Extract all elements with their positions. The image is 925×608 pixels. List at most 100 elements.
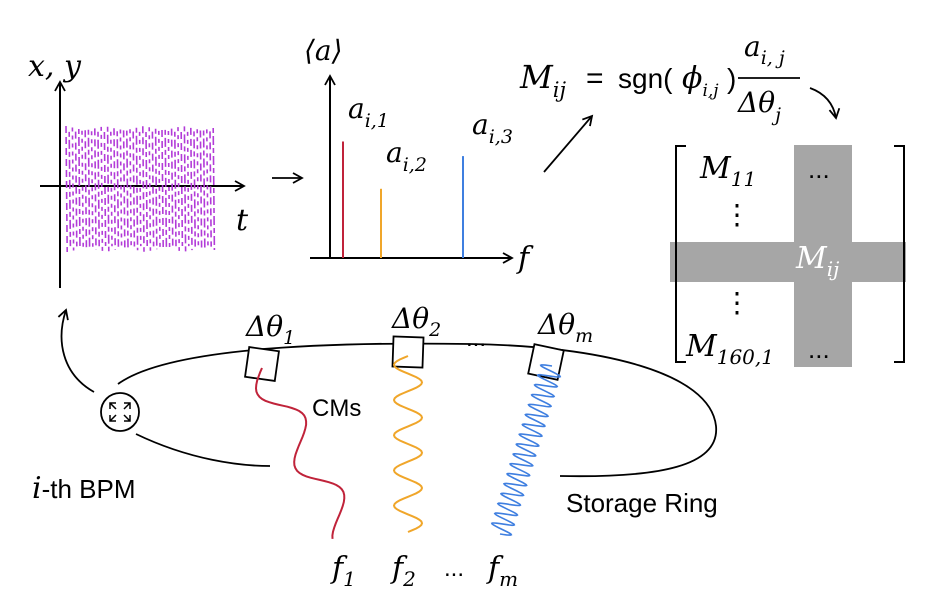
signal-stroke bbox=[145, 131, 148, 247]
wave-f2 bbox=[392, 355, 424, 533]
storage-ring-inner bbox=[135, 433, 271, 467]
wave-f1 bbox=[254, 367, 346, 539]
signal-stroke bbox=[202, 130, 206, 248]
spectrum-y-label: ⟨a⟩ bbox=[304, 34, 343, 67]
matrix-m160-1: M160,1 bbox=[685, 329, 774, 369]
signal-stroke bbox=[212, 127, 216, 251]
signal-stroke bbox=[138, 131, 142, 247]
signal-stroke bbox=[206, 129, 209, 249]
matrix-vdots-top: ⋮ bbox=[723, 198, 751, 231]
signal-stroke bbox=[113, 128, 116, 250]
signal-stroke bbox=[193, 131, 196, 247]
signal-stroke bbox=[148, 127, 152, 251]
signal-stroke bbox=[126, 130, 129, 248]
cms-label: CMs bbox=[312, 395, 361, 422]
corrector-magnet-2 bbox=[391, 335, 425, 369]
freq-label-m: fm bbox=[486, 551, 518, 591]
cm-excitation-waves bbox=[254, 355, 562, 539]
peak-label-2: ai,2 bbox=[386, 136, 427, 176]
signal-stroke bbox=[129, 129, 132, 249]
cm-label-2: Δθ2 bbox=[391, 302, 441, 341]
signal-stroke bbox=[78, 128, 81, 250]
signal-stroke bbox=[177, 127, 180, 251]
signal-stroke bbox=[116, 131, 120, 247]
matrix-mij: Mij bbox=[795, 241, 839, 281]
signal-stroke bbox=[183, 126, 187, 252]
corrector-magnet-3 bbox=[527, 343, 565, 381]
matrix-row-highlight bbox=[670, 242, 906, 282]
signal-stroke bbox=[196, 129, 200, 249]
signal-stroke bbox=[97, 131, 100, 247]
matrix-vdots-bottom: ⋮ bbox=[723, 286, 751, 319]
signal-stroke bbox=[167, 130, 171, 248]
bpm-label: i-th BPM bbox=[32, 471, 136, 506]
signal-stroke bbox=[132, 131, 136, 247]
storage-ring-schematic: Δθ1 Δθ2 ... Δθm CMs i-th BPM Storage Rin… bbox=[32, 302, 718, 591]
formula-close-paren: ) bbox=[727, 63, 736, 94]
signal-stroke bbox=[90, 131, 94, 247]
response-formula: Mij = sgn( ϕi,j ) ai, j Δθj bbox=[519, 30, 800, 126]
signal-stroke bbox=[65, 125, 68, 253]
arrow-formula-to-matrix bbox=[809, 87, 841, 120]
signal-stroke bbox=[186, 131, 190, 247]
signal-stroke bbox=[135, 127, 139, 251]
cm-label-m: Δθm bbox=[537, 308, 593, 347]
signal-stroke bbox=[74, 131, 78, 247]
formula-phi: ϕi,j bbox=[682, 61, 719, 101]
signal-stroke bbox=[170, 128, 174, 250]
arrow-spectrum-to-formula bbox=[543, 114, 594, 173]
signal-stroke bbox=[174, 131, 177, 247]
spectrum-peaks bbox=[342, 141, 464, 258]
signal-stroke bbox=[100, 126, 104, 252]
cm-label-ellipsis: ... bbox=[466, 325, 486, 352]
signal-stroke bbox=[106, 126, 110, 252]
spectrum-x-label: f bbox=[516, 241, 534, 276]
signal-stroke bbox=[190, 127, 193, 251]
matrix-r1-ellipsis: ... bbox=[808, 154, 830, 184]
formula-denominator: Δθj bbox=[737, 86, 781, 126]
spectrum-panel: ⟨a⟩ f ai,1 ai,2 ai,3 bbox=[304, 34, 534, 276]
cm-label-1: Δθ1 bbox=[245, 310, 295, 349]
signal-stroke bbox=[142, 126, 145, 252]
signal-stroke bbox=[151, 131, 155, 247]
matrix-right-bracket bbox=[894, 145, 905, 363]
formula-equals: = bbox=[586, 62, 604, 95]
arrow-bpm-to-signal bbox=[57, 308, 95, 393]
signal-stroke bbox=[81, 130, 84, 248]
matrix-rn-ellipsis: ... bbox=[808, 334, 830, 364]
signal-y-label: x, y bbox=[28, 49, 82, 84]
bpm-icon bbox=[100, 392, 140, 432]
signal-panel: x, y t bbox=[28, 49, 249, 288]
corrector-magnet-1 bbox=[244, 346, 280, 382]
signal-stroke bbox=[110, 131, 113, 247]
signal-stroke bbox=[209, 131, 212, 247]
freq-label-1: f1 bbox=[330, 551, 356, 591]
signal-stroke bbox=[84, 130, 88, 248]
signal-stroke bbox=[154, 128, 158, 250]
signal-trace bbox=[65, 125, 216, 253]
signal-stroke bbox=[158, 130, 161, 248]
signal-stroke bbox=[94, 128, 97, 250]
signal-stroke bbox=[164, 129, 168, 249]
signal-stroke bbox=[122, 130, 126, 248]
signal-stroke bbox=[161, 129, 164, 249]
signal-stroke bbox=[180, 131, 184, 247]
peak-label-1: ai,1 bbox=[348, 92, 389, 132]
freq-label-ellipsis: ... bbox=[444, 555, 464, 582]
wave-fm bbox=[490, 364, 562, 536]
storage-ring-label: Storage Ring bbox=[566, 488, 718, 518]
signal-stroke bbox=[119, 129, 123, 249]
formula-sgn: sgn( bbox=[618, 63, 673, 94]
signal-stroke bbox=[87, 129, 91, 249]
peak-label-3: ai,3 bbox=[472, 108, 513, 148]
signal-stroke bbox=[68, 131, 72, 247]
formula-lhs: Mij bbox=[519, 58, 566, 102]
signal-stroke bbox=[103, 131, 107, 247]
freq-label-2: f2 bbox=[390, 551, 416, 591]
signal-x-label: t bbox=[236, 203, 249, 238]
matrix-left-bracket bbox=[675, 145, 686, 363]
formula-numerator: ai, j bbox=[744, 30, 785, 69]
response-matrix: M11 ... ⋮ Mij ⋮ M160,1 ... bbox=[670, 145, 906, 369]
signal-stroke bbox=[71, 127, 75, 251]
